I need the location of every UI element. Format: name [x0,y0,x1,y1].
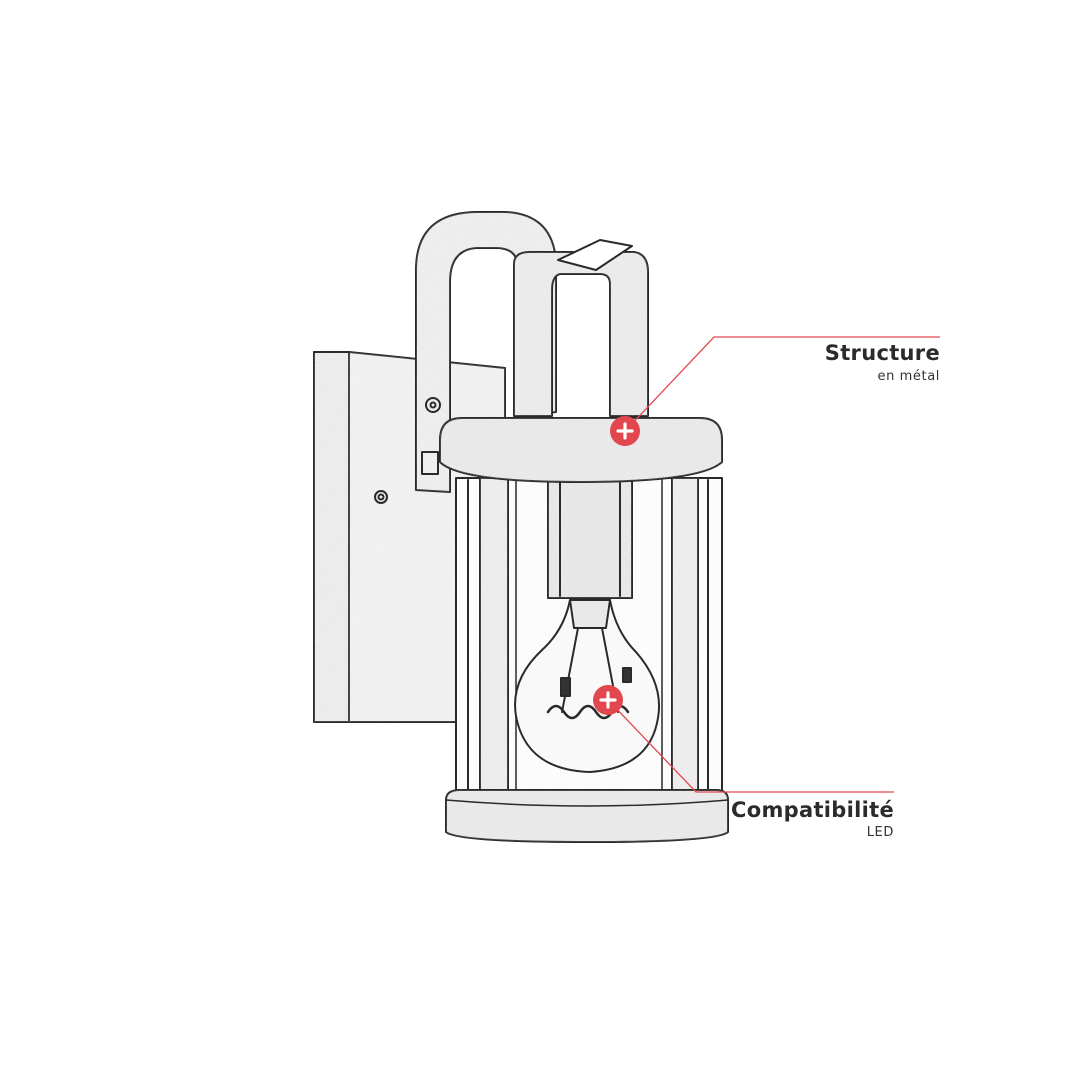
top-ring [439,417,723,483]
callout-leaders [609,336,940,793]
structure-hotspot[interactable] [610,416,640,446]
top-handle [513,239,649,417]
compat-callout-subtitle: LED [866,825,894,840]
plus-icon [599,691,617,709]
compat-leader-line [609,701,894,793]
compat-hotspot[interactable] [593,685,623,715]
light-bulb [514,599,660,773]
structure-leader-line [627,336,940,429]
plus-icon [616,422,634,440]
bulb-socket [547,467,633,599]
structure-callout-title: Structure [824,341,940,365]
wall-lantern-sketch [313,211,729,843]
compat-callout-title: Compatibilité [731,798,894,822]
bottom-ring [445,789,729,843]
structure-callout-subtitle: en métal [877,369,940,384]
